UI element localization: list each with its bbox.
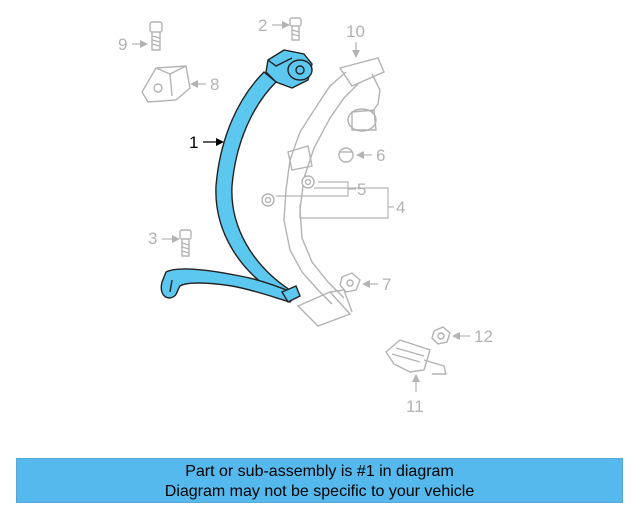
part-10-belt-assembly — [283, 57, 385, 327]
callout-6[interactable]: 6 — [356, 146, 385, 165]
callout-1[interactable]: 1 — [189, 133, 224, 152]
parts-diagram: 1 2 3 4 5 6 7 8 9 — [118, 16, 493, 416]
part-8-bracket — [141, 65, 191, 103]
part-3-bolt — [179, 229, 192, 257]
part-12-nut — [431, 326, 451, 345]
svg-text:10: 10 — [346, 22, 365, 41]
part-1-seat-belt — [160, 49, 313, 303]
svg-text:2: 2 — [258, 16, 267, 35]
svg-text:8: 8 — [210, 75, 219, 94]
part-2-bolt — [289, 17, 302, 41]
part-5-clips — [261, 175, 315, 207]
banner-line-1: Part or sub-assembly is #1 in diagram — [185, 463, 454, 480]
svg-text:4: 4 — [396, 198, 405, 217]
callout-12[interactable]: 12 — [452, 327, 493, 346]
svg-text:5: 5 — [357, 180, 366, 199]
callout-2[interactable]: 2 — [258, 16, 290, 35]
callout-9[interactable]: 9 — [118, 35, 148, 54]
part-7-nut — [339, 272, 361, 293]
callout-4[interactable]: 4 — [299, 187, 405, 219]
info-banner: Part or sub-assembly is #1 in diagram Di… — [16, 458, 623, 503]
svg-text:3: 3 — [148, 229, 157, 248]
svg-text:12: 12 — [474, 327, 493, 346]
callout-8[interactable]: 8 — [190, 75, 219, 94]
svg-text:11: 11 — [406, 397, 424, 416]
callout-10[interactable]: 10 — [346, 22, 365, 58]
part-9-bolt — [149, 21, 163, 51]
part-11-buckle — [385, 339, 447, 375]
svg-text:6: 6 — [376, 146, 385, 165]
svg-text:7: 7 — [382, 275, 391, 294]
callout-7[interactable]: 7 — [362, 275, 391, 294]
banner-line-2: Diagram may not be specific to your vehi… — [164, 483, 475, 500]
callout-3[interactable]: 3 — [148, 229, 180, 248]
callout-11[interactable]: 11 — [406, 374, 424, 416]
part-6-cap — [338, 147, 354, 163]
callout-5[interactable]: 5 — [276, 180, 366, 199]
svg-text:1: 1 — [189, 133, 198, 152]
svg-text:9: 9 — [118, 35, 127, 54]
